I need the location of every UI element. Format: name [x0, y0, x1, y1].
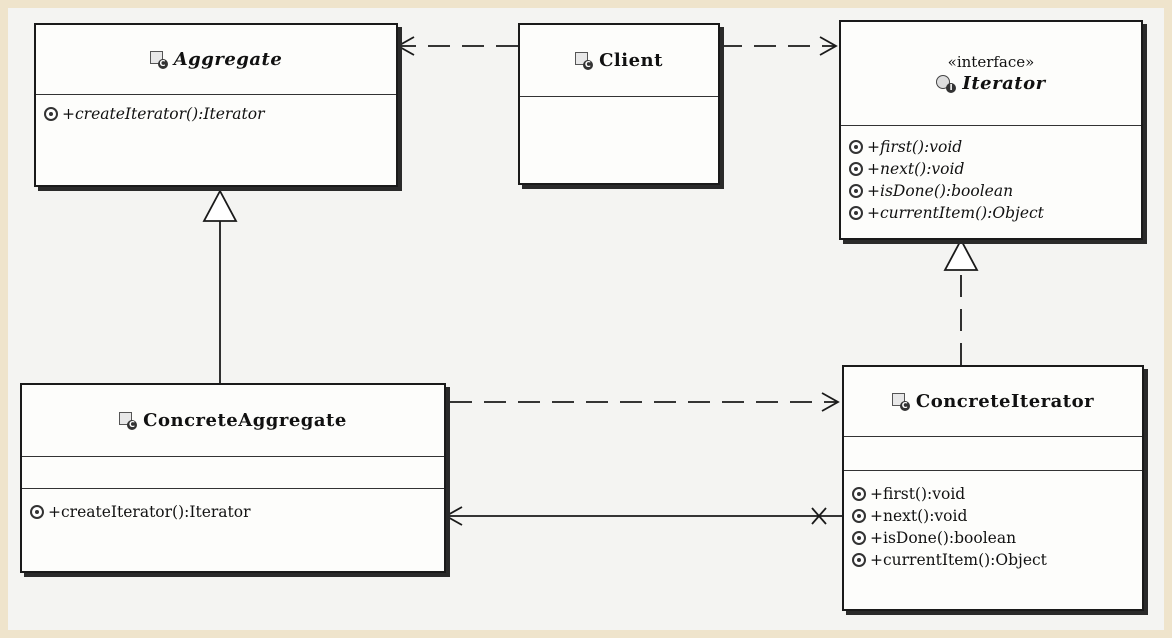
association-x-mark-2: [811, 507, 827, 525]
class-concrete-iterator[interactable]: C ConcreteIterator +first():void +next()…: [842, 365, 1144, 611]
dependency-arrowhead-concrete-iterator: [821, 392, 840, 412]
class-header: C ConcreteIterator: [844, 367, 1142, 437]
attributes-section: [22, 457, 444, 489]
class-aggregate[interactable]: C Aggregate +createIterator():Iterator: [34, 23, 398, 187]
public-operation-icon: [852, 553, 866, 567]
relationship-lines: [202, 36, 979, 526]
operation: +isDone():boolean: [852, 527, 1142, 549]
public-operation-icon: [849, 184, 863, 198]
operations-section: +createIterator():Iterator: [22, 489, 444, 523]
class-icon: C: [149, 50, 168, 69]
class-header: C Aggregate: [36, 25, 396, 95]
operations-section: +first():void +next():void +isDone():boo…: [844, 471, 1142, 571]
stereotype-label: «interface»: [947, 53, 1035, 71]
class-name: C Aggregate: [149, 49, 283, 70]
operation: +isDone():boolean: [849, 180, 1141, 202]
public-operation-icon: [849, 206, 863, 220]
public-operation-icon: [852, 531, 866, 545]
class-name: C ConcreteIterator: [891, 391, 1094, 412]
operation: +next():void: [852, 505, 1142, 527]
operation: +next():void: [849, 158, 1141, 180]
public-operation-icon: [44, 107, 58, 121]
operation: +currentItem():Object: [852, 549, 1142, 571]
diagram-canvas: C Aggregate +createIterator():Iterator C…: [8, 8, 1164, 630]
generalization-triangle: [202, 189, 238, 222]
public-operation-icon: [849, 140, 863, 154]
interface-icon: I: [936, 74, 957, 93]
dependency-arrowhead-aggregate: [396, 36, 415, 56]
operation: +first():void: [852, 483, 1142, 505]
operations-section: +createIterator():Iterator: [36, 95, 396, 125]
class-icon: C: [119, 411, 138, 430]
public-operation-icon: [852, 509, 866, 523]
dependency-arrowhead-iterator: [819, 36, 838, 56]
association-arrowhead: [444, 506, 463, 526]
class-name: C ConcreteAggregate: [119, 410, 347, 431]
public-operation-icon: [852, 487, 866, 501]
interface-header: «interface» I Iterator: [841, 22, 1141, 126]
operation: +createIterator():Iterator: [44, 103, 396, 125]
class-concrete-aggregate[interactable]: C ConcreteAggregate +createIterator():It…: [20, 383, 446, 573]
class-client[interactable]: C Client: [518, 23, 720, 185]
interface-name: I Iterator: [936, 73, 1045, 94]
class-header: C ConcreteAggregate: [22, 385, 444, 457]
attributes-section: [844, 437, 1142, 471]
operation: +createIterator():Iterator: [30, 501, 444, 523]
interface-iterator[interactable]: «interface» I Iterator +first():void +ne…: [839, 20, 1143, 240]
public-operation-icon: [30, 505, 44, 519]
class-icon: C: [891, 392, 910, 411]
public-operation-icon: [849, 162, 863, 176]
operations-section: +first():void +next():void +isDone():boo…: [841, 126, 1141, 224]
realization-triangle: [943, 238, 979, 271]
class-name: C Client: [575, 50, 663, 71]
class-icon: C: [575, 51, 594, 70]
class-header: C Client: [520, 25, 718, 97]
operation: +currentItem():Object: [849, 202, 1141, 224]
operation: +first():void: [849, 136, 1141, 158]
